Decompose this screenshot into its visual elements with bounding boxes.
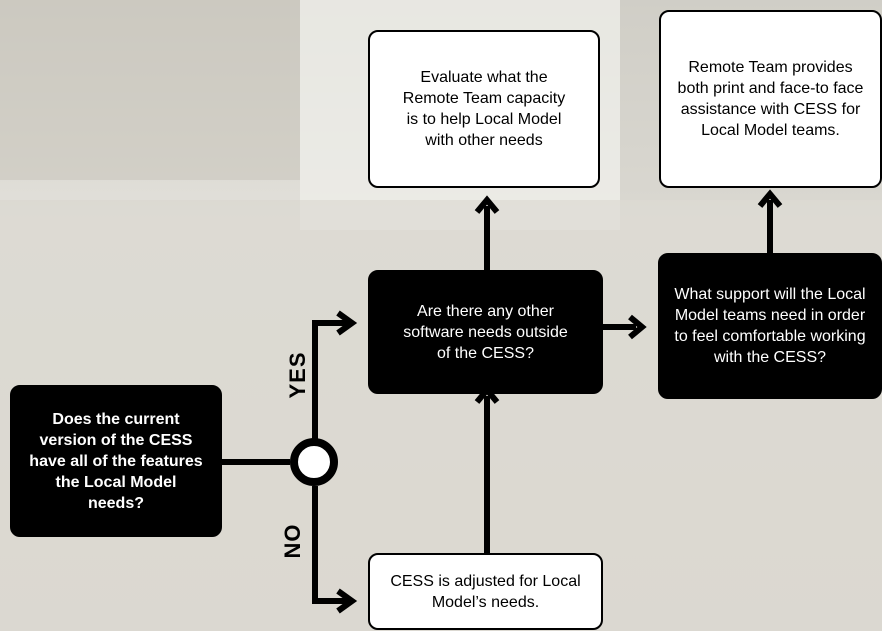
yes-label: YES [285, 351, 310, 399]
no-label: NO [280, 523, 305, 559]
arrowhead-evaluate-up [474, 195, 500, 214]
provides-box: Remote Team provides both print and face… [659, 10, 882, 188]
other-needs-box: Are there any other software needs outsi… [368, 270, 603, 394]
arrowhead-support-right [628, 314, 647, 340]
start-question-box: Does the current version of the CESS hav… [10, 385, 222, 537]
arrowhead-no [336, 588, 358, 614]
yes-branch-line [312, 320, 348, 440]
support-box: What support will the Local Model teams … [658, 253, 882, 399]
decision-junction [290, 438, 338, 486]
arrowhead-yes [336, 310, 358, 336]
arrowhead-provides-up [757, 189, 783, 208]
no-branch-line [312, 486, 348, 604]
adjusted-box: CESS is adjusted for Local Model’s needs… [368, 553, 603, 630]
evaluate-box: Evaluate what the Remote Team capacity i… [368, 30, 600, 188]
